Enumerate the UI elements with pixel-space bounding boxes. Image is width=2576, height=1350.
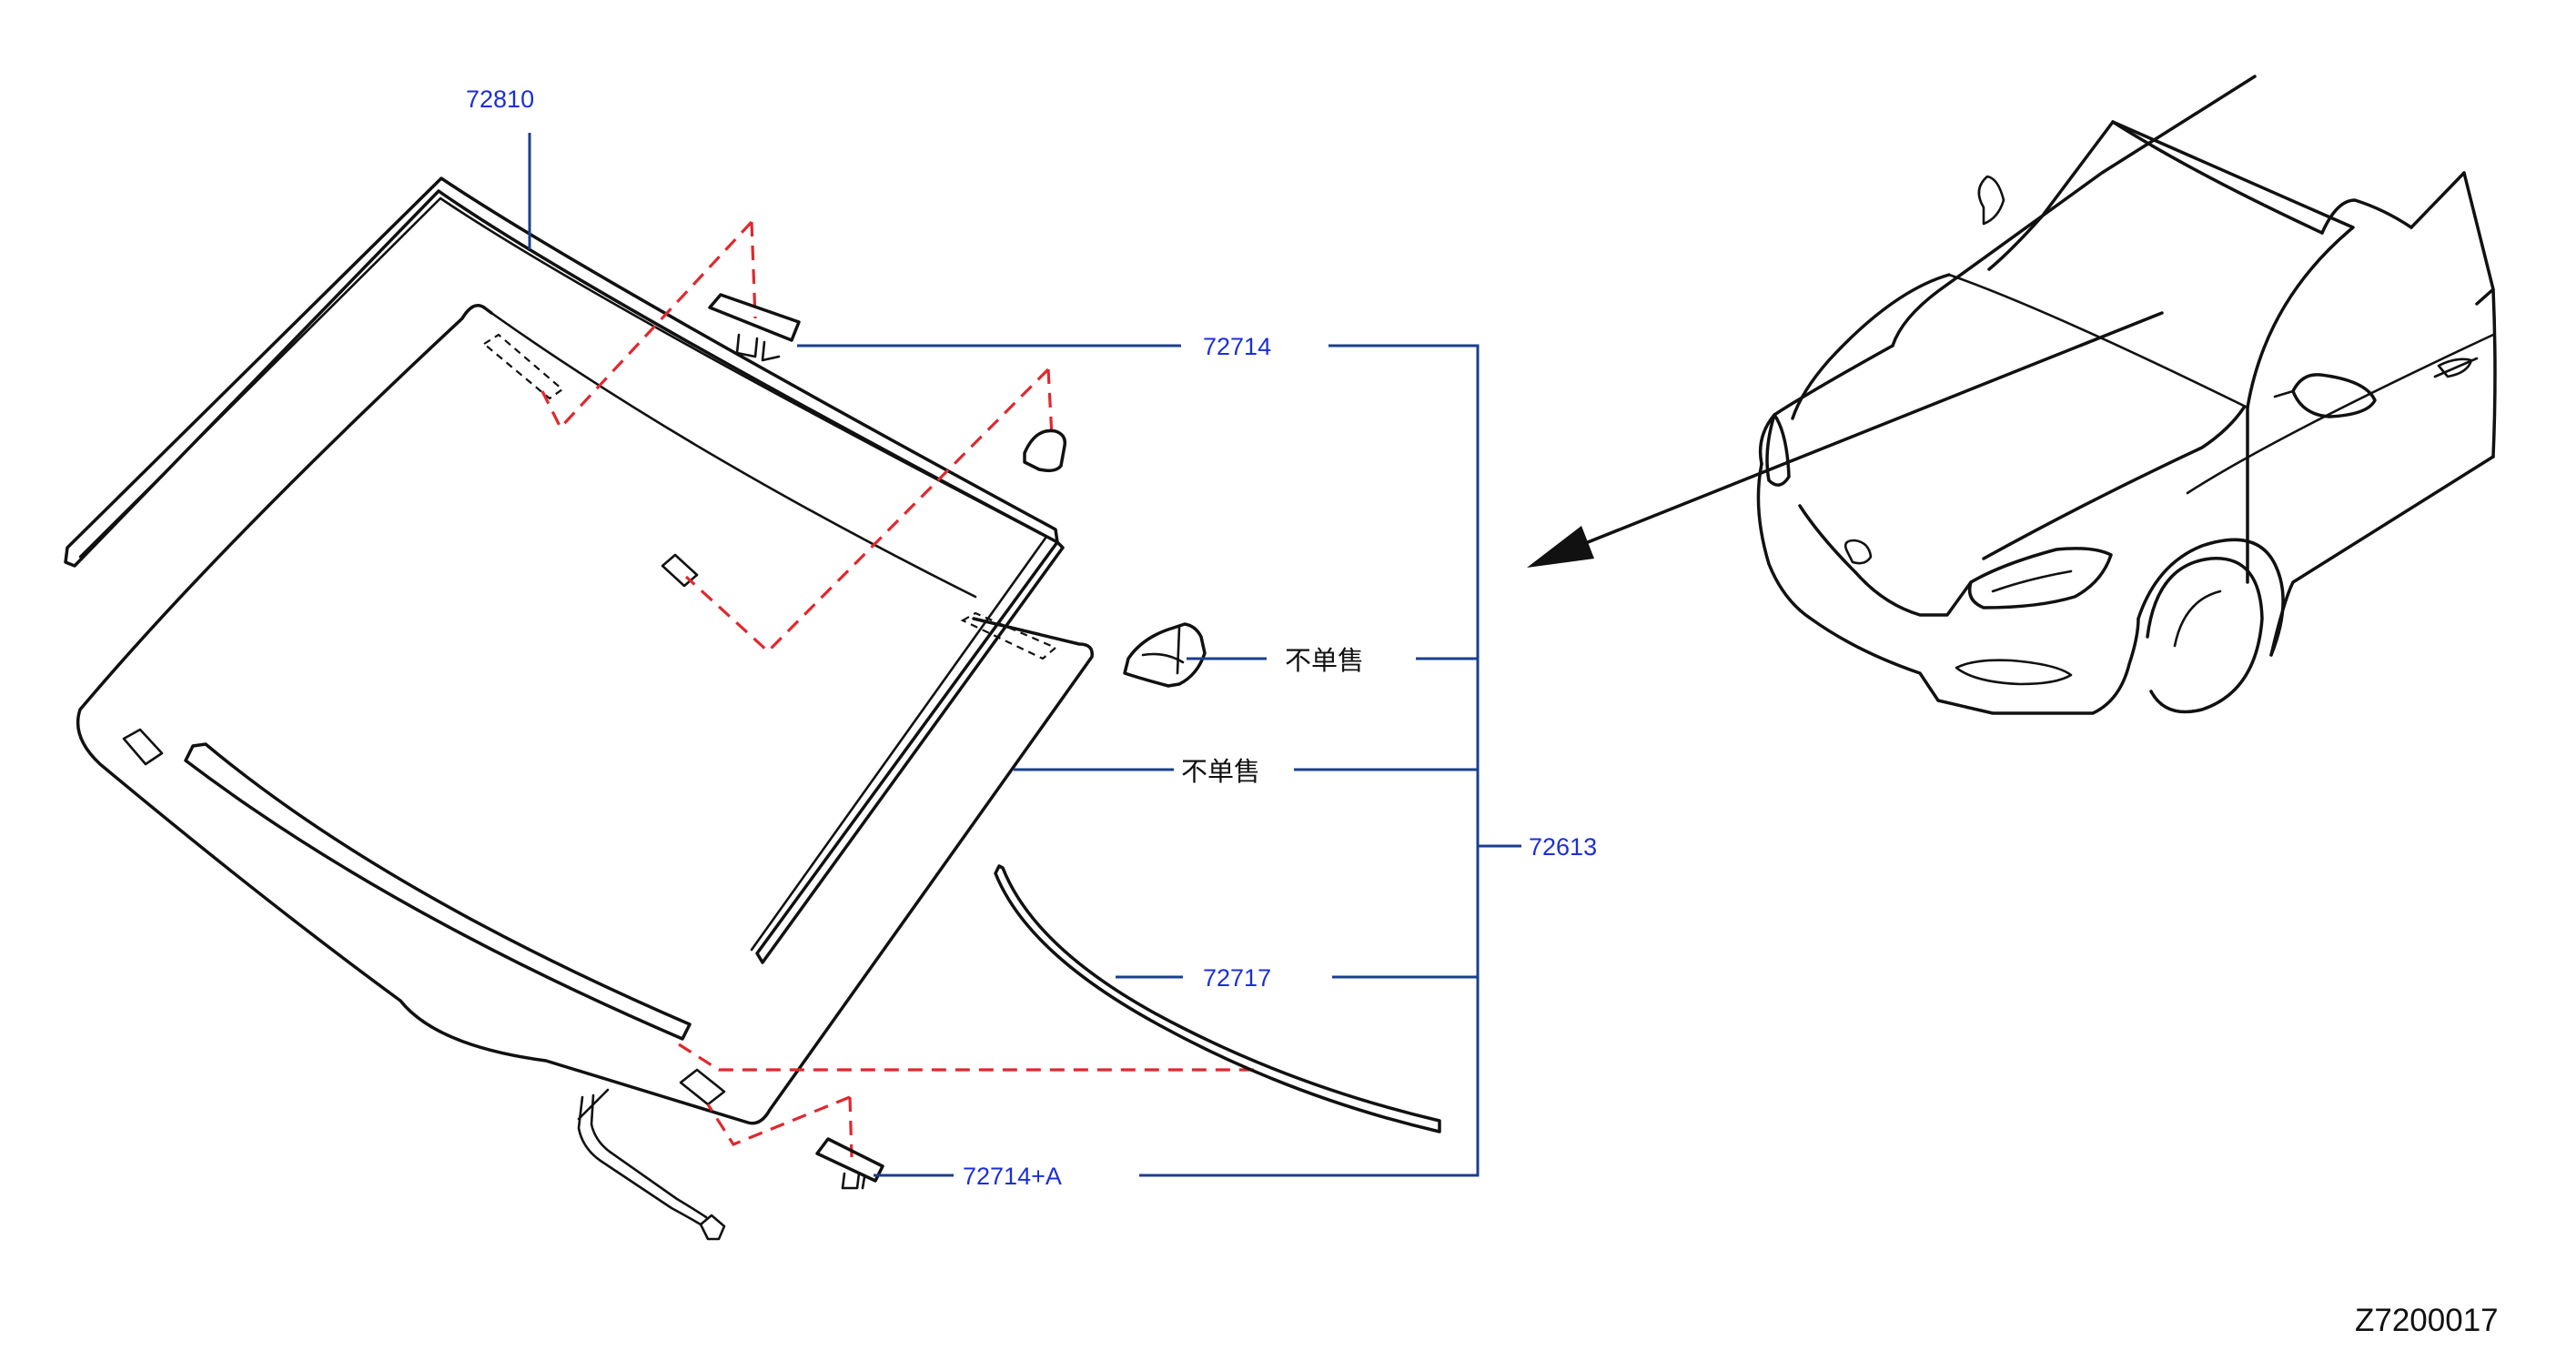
not-sold-label-clip: 不单售 xyxy=(1285,645,1364,676)
clip-upper-icon xyxy=(1023,428,1067,473)
part-number-72613: 72613 xyxy=(1529,833,1597,861)
side-moulding xyxy=(994,864,1441,1133)
leader-lines xyxy=(528,133,1521,1177)
part-number-72810: 72810 xyxy=(466,86,534,113)
clip-72714-icon xyxy=(708,293,801,362)
part-number-72714-a: 72714+A xyxy=(963,1163,1062,1190)
arrow-left-down-icon xyxy=(1527,311,2164,568)
diagram-code: Z7200017 xyxy=(2355,1303,2499,1338)
wire-harness xyxy=(577,1088,726,1241)
windshield-glass xyxy=(76,304,1094,1125)
upper-moulding xyxy=(64,176,1065,964)
part-number-72717: 72717 xyxy=(1203,964,1271,992)
part-number-72714: 72714 xyxy=(1203,333,1271,360)
clip-72714-a-icon xyxy=(815,1137,884,1190)
clip-not-sold-icon xyxy=(1123,622,1207,688)
not-sold-label-glass: 不单售 xyxy=(1181,756,1260,787)
car-front-view-icon xyxy=(1756,75,2497,715)
guide-lines xyxy=(540,220,1256,1158)
